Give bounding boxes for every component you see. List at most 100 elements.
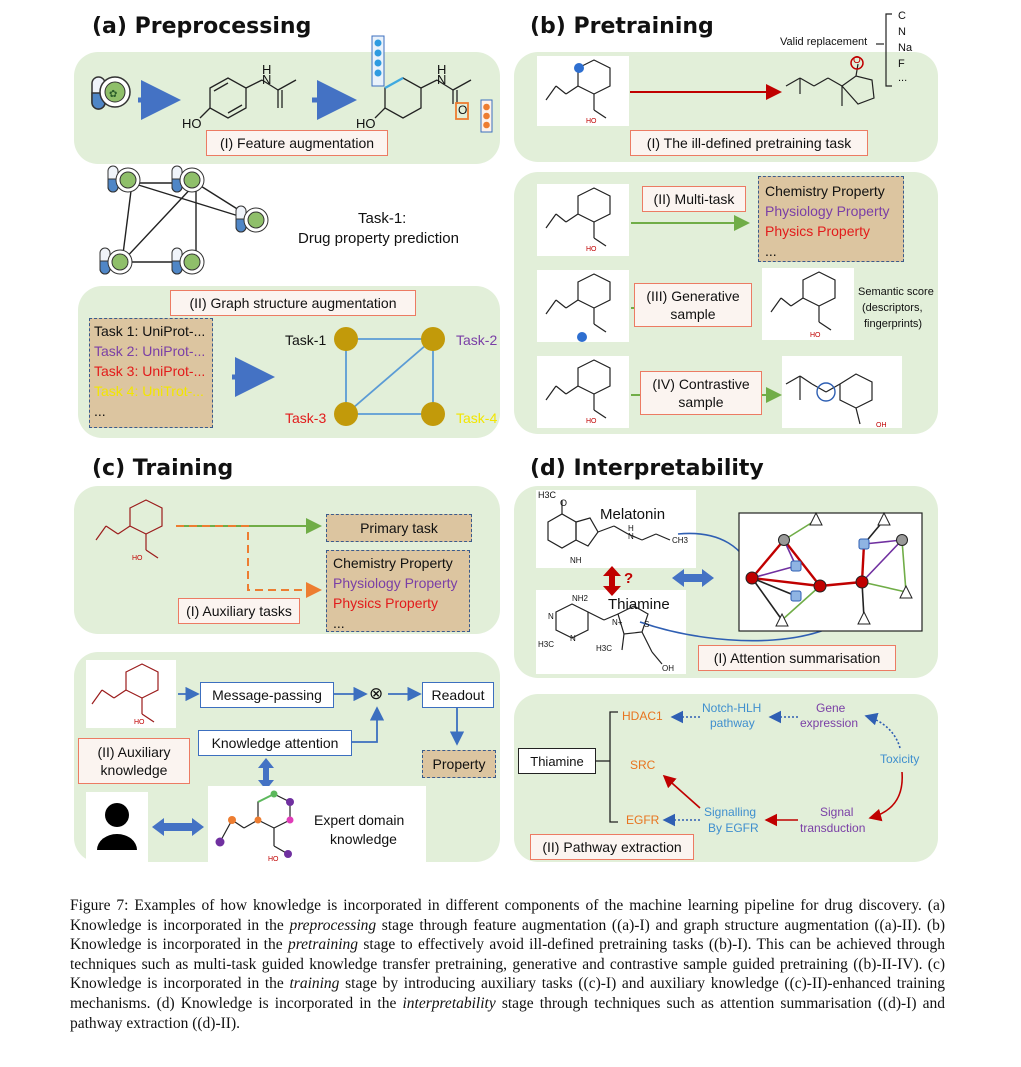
graph-node-task-4: Task-4 xyxy=(456,410,498,426)
pathway-thiamine-box: Thiamine xyxy=(518,748,596,774)
label-ho-c3: HO xyxy=(268,856,279,863)
label-ho-2: HO xyxy=(356,116,376,131)
aspirin-molecule-row3 xyxy=(537,270,629,342)
label-ho-b2: HO xyxy=(586,246,597,253)
aux-property-chemistry: Chemistry Property xyxy=(333,555,453,571)
aux-property-physics: Physics Property xyxy=(333,595,439,611)
caption-em-pretraining: pretraining xyxy=(287,936,359,954)
generated-molecule xyxy=(762,268,854,340)
combine-operator: ⊗ xyxy=(369,684,384,703)
expert-knowledge-line1: Expert domain xyxy=(314,812,405,828)
semantic-score-line3: fingerprints) xyxy=(864,318,923,330)
pathway-gene-line2: expression xyxy=(800,716,859,730)
invalid-molecule xyxy=(785,63,875,106)
feature-augmentation-box: (I) Feature augmentation xyxy=(206,130,388,156)
section-c-title: (c) Training xyxy=(92,456,234,481)
caption-part-3: stage to effectively avoid ill-defined p… xyxy=(70,936,946,993)
task-list-item-4: Task 4: UniTrot-... xyxy=(94,383,204,399)
property-chemistry: Chemistry Property xyxy=(765,183,885,199)
contrast-marker xyxy=(816,382,836,402)
caption-part-4: stage by introducing auxiliary tasks ((c… xyxy=(70,975,945,1012)
caption-part-2: stage through feature augmentation ((a)-… xyxy=(70,916,945,954)
atom-c: C xyxy=(898,10,906,22)
double-arrow-horizontal xyxy=(152,818,204,836)
caption-em-interpretability: interpretability xyxy=(402,994,496,1012)
caption-part-5: stage through techniques such as attenti… xyxy=(70,994,945,1032)
pathway-signal-line1: Signal xyxy=(820,805,854,819)
property-physiology: Physiology Property xyxy=(765,203,890,219)
label-n-1: N xyxy=(262,72,272,87)
ill-defined-task-box: (I) The ill-defined pretraining task xyxy=(630,130,868,156)
thiamine-label: Thiamine xyxy=(608,596,670,613)
double-arrow-vertical xyxy=(258,758,274,790)
task-list-item-3: Task 3: UniProt-... xyxy=(94,363,206,379)
pathway-notch-line2: pathway xyxy=(710,716,755,730)
feature-vector-icon xyxy=(371,35,385,87)
thi-n1: N xyxy=(548,612,554,621)
graph-node-task-1: Task-1 xyxy=(285,332,327,348)
expert-atom-markers xyxy=(215,790,294,858)
masked-atom xyxy=(574,63,584,73)
mel-n: N xyxy=(628,532,634,541)
highlighted-oxygen xyxy=(455,102,469,120)
aux-property-more: ... xyxy=(333,615,345,631)
graph-node-task-3: Task-3 xyxy=(285,410,327,426)
blue-double-arrow xyxy=(672,569,714,587)
auxiliary-knowledge-box: (II) Auxiliary knowledge xyxy=(78,738,190,784)
thi-n-plus: N+ xyxy=(612,618,623,627)
atom-n: N xyxy=(898,26,906,38)
attention-graph xyxy=(738,511,923,632)
pathway-extraction-box: (II) Pathway extraction xyxy=(530,834,694,860)
primary-task-box: Primary task xyxy=(326,514,472,542)
label-ho-c1: HO xyxy=(132,555,143,562)
question-mark: ? xyxy=(624,570,634,587)
readout-box: Readout xyxy=(422,682,494,708)
multitask-properties-box: Chemistry Property Physiology Property P… xyxy=(758,176,904,262)
auxiliary-tasks-box: (I) Auxiliary tasks xyxy=(178,598,300,624)
mel-o: O xyxy=(560,498,568,508)
section-d-title: (d) Interpretability xyxy=(530,456,764,481)
red-double-arrow xyxy=(603,566,621,596)
thi-n2: N xyxy=(570,634,576,643)
pathway-signal-line2: transduction xyxy=(800,821,866,835)
task-list-item-2: Task 2: UniProt-... xyxy=(94,343,206,359)
label-ho-1: HO xyxy=(182,116,202,131)
task-list-item-1: Task 1: UniProt-... xyxy=(94,323,206,339)
arrow-attention-to-combine xyxy=(350,706,385,743)
melatonin-molecule xyxy=(536,490,696,568)
attention-summarisation-box: (I) Attention summarisation xyxy=(698,645,896,671)
contrastive-molecule xyxy=(782,356,902,428)
thi-h3c-b: H3C xyxy=(596,644,613,653)
pathway-toxicity: Toxicity xyxy=(880,752,920,766)
pathway-src: SRC xyxy=(630,758,656,772)
task-caption-line1: Task-1: xyxy=(358,210,407,227)
semantic-score-line1: Semantic score xyxy=(858,286,934,298)
thi-oh: OH xyxy=(662,664,674,673)
drug-capsule-icon: ✿ xyxy=(91,76,131,110)
thiamine-molecule xyxy=(536,590,686,674)
mel-ch3: CH3 xyxy=(672,536,689,545)
label-h-1: H xyxy=(262,62,272,77)
label-ho-b1: HO xyxy=(586,118,597,125)
drug-node-icon xyxy=(99,165,269,275)
pathway-egfr: EGFR xyxy=(626,813,660,827)
label-o: O xyxy=(458,103,468,117)
mel-nh: NH xyxy=(570,556,582,565)
task-list-box: Task 1: UniProt-... Task 2: UniProt-... … xyxy=(89,318,213,428)
multitask-box: (II) Multi-task xyxy=(642,186,746,212)
augmented-molecule xyxy=(374,76,472,119)
pathway-arrows xyxy=(662,710,903,827)
pathway-bracket xyxy=(595,711,618,823)
atom-f: F xyxy=(898,58,905,70)
person-icon xyxy=(86,792,148,862)
replacement-bracket xyxy=(876,13,892,87)
task-list-item-more: ... xyxy=(94,403,106,419)
figure-caption: Figure 7: Examples of how knowledge is i… xyxy=(70,896,945,1033)
property-box: Property xyxy=(422,750,496,778)
pathway-hdac1: HDAC1 xyxy=(622,709,663,723)
pathway-signalling-line2: By EGFR xyxy=(708,821,759,835)
graph-structure-augmentation-box: (II) Graph structure augmentation xyxy=(170,290,416,316)
pathway-gene-line1: Gene xyxy=(816,701,846,715)
pathway-notch-line1: Notch-HLH xyxy=(702,701,762,715)
